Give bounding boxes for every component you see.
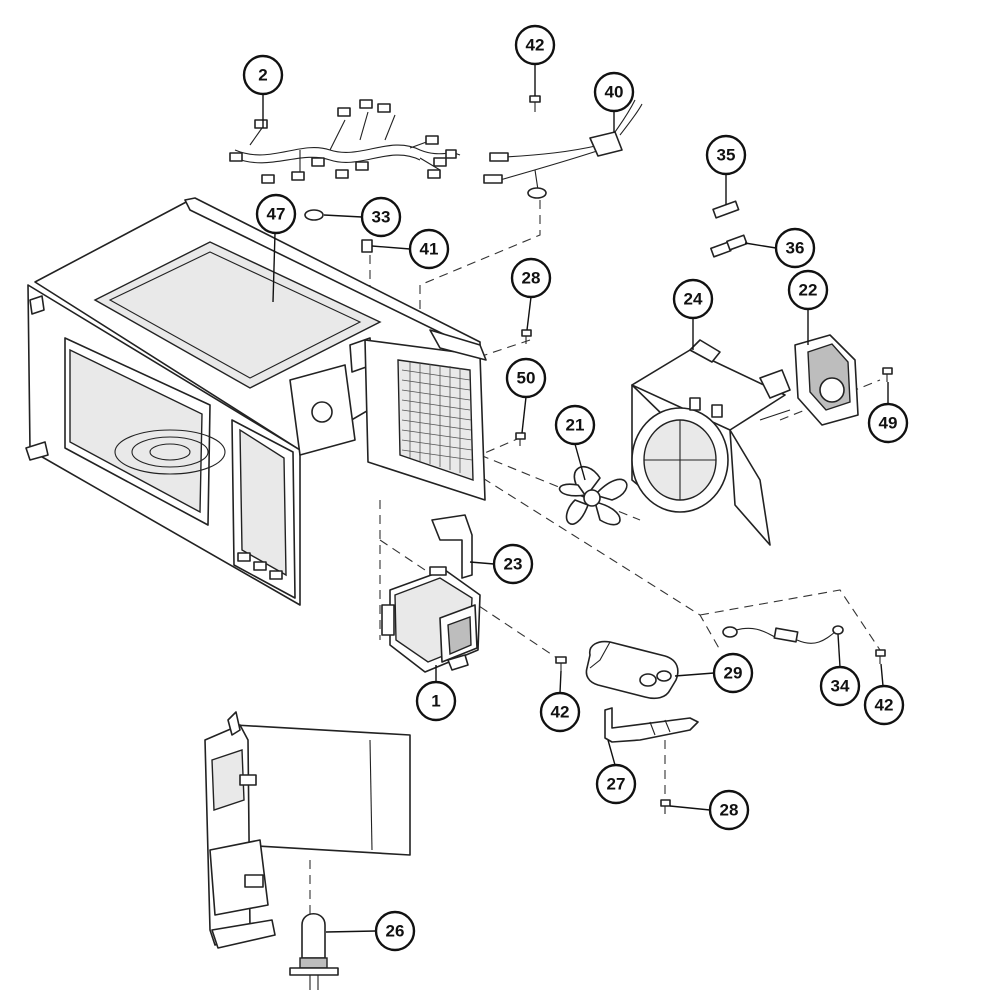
side-panel-vent	[364, 329, 487, 501]
callout-42: 42	[863, 684, 905, 726]
svg-text:29: 29	[724, 664, 743, 683]
svg-text:28: 28	[522, 269, 541, 288]
callout-27: 27	[595, 763, 637, 805]
callout-50: 50	[505, 357, 547, 399]
callout-21: 21	[554, 404, 596, 446]
wire-harness	[229, 99, 461, 184]
svg-text:33: 33	[372, 208, 391, 227]
svg-text:47: 47	[267, 205, 286, 224]
callout-29: 29	[712, 652, 754, 694]
callout-36: 36	[774, 227, 816, 269]
callout-1: 1	[415, 680, 457, 722]
svg-text:27: 27	[607, 775, 626, 794]
high-voltage-capacitor	[585, 640, 679, 700]
svg-text:42: 42	[875, 696, 894, 715]
callout-23: 23	[492, 543, 534, 585]
latch-and-air-guide	[204, 711, 411, 949]
callout-24: 24	[672, 278, 714, 320]
svg-text:42: 42	[551, 703, 570, 722]
screw-top	[529, 95, 541, 112]
svg-text:2: 2	[258, 66, 267, 85]
svg-text:1: 1	[431, 692, 440, 711]
svg-text:42: 42	[526, 36, 545, 55]
callout-42: 42	[539, 691, 581, 733]
high-voltage-diode	[722, 625, 844, 644]
magnetron	[381, 566, 481, 673]
svg-text:49: 49	[879, 414, 898, 433]
callout-33: 33	[360, 196, 402, 238]
svg-text:23: 23	[504, 555, 523, 574]
callout-49: 49	[867, 402, 909, 444]
oven-lamp	[289, 912, 339, 990]
fuses	[710, 200, 748, 258]
svg-text:35: 35	[717, 146, 736, 165]
svg-text:36: 36	[786, 239, 805, 258]
svg-text:26: 26	[386, 922, 405, 941]
callout-28: 28	[510, 257, 552, 299]
callout-22: 22	[787, 269, 829, 311]
fan-blade	[558, 466, 628, 526]
svg-text:40: 40	[605, 83, 624, 102]
fan-motor	[759, 334, 859, 426]
callout-42: 42	[514, 24, 556, 66]
callout-34: 34	[819, 665, 861, 707]
capacitor-bracket	[604, 707, 699, 743]
callout-2: 2	[242, 54, 284, 96]
callout-26: 26	[374, 910, 416, 952]
screws-lower	[555, 649, 886, 814]
power-cord-lead	[483, 99, 643, 199]
svg-text:24: 24	[684, 290, 703, 309]
svg-text:50: 50	[517, 369, 536, 388]
callout-28: 28	[708, 789, 750, 831]
svg-text:34: 34	[831, 677, 850, 696]
callout-47: 47	[255, 193, 297, 235]
screws-upper	[515, 329, 893, 446]
callouts: 2 42 40 35 47 33 41 36 28 24 22 50 49 21…	[242, 24, 909, 952]
svg-text:22: 22	[799, 281, 818, 300]
fan-duct-assembly	[631, 339, 791, 546]
svg-text:28: 28	[720, 801, 739, 820]
svg-text:21: 21	[566, 416, 585, 435]
callout-41: 41	[408, 228, 450, 270]
callout-40: 40	[593, 71, 635, 113]
svg-text:41: 41	[420, 240, 439, 259]
transformer-bracket	[431, 514, 473, 579]
leader-lines	[262, 64, 889, 933]
callout-35: 35	[705, 134, 747, 176]
